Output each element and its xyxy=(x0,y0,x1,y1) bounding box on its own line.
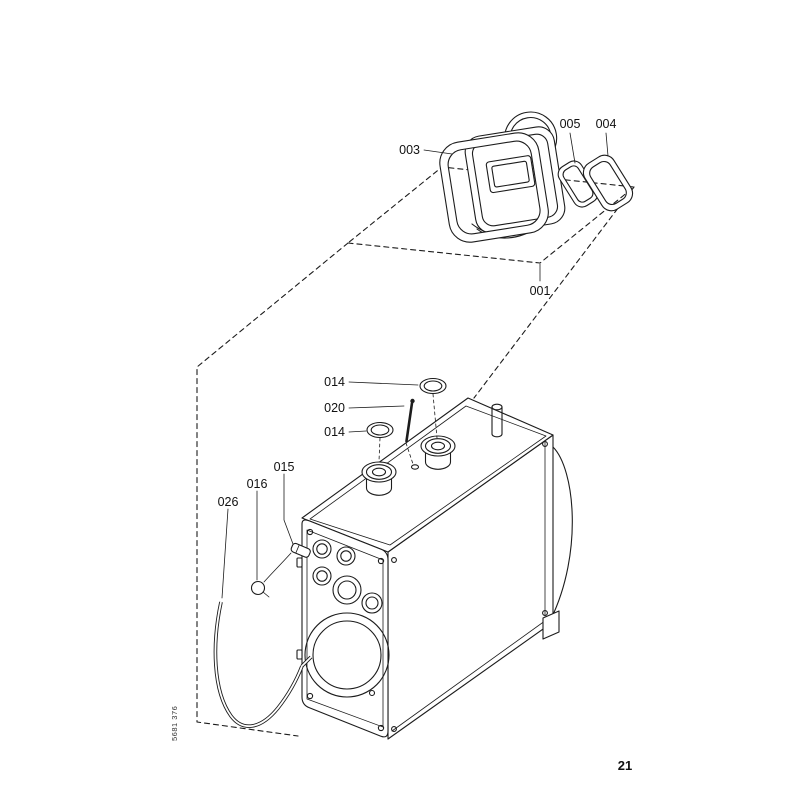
right-face-bottom-line xyxy=(391,617,550,732)
gasket-ring-inner xyxy=(423,380,443,392)
leader-020 xyxy=(348,405,405,409)
callout-label-015: 015 xyxy=(274,460,295,474)
pipe-stub-top xyxy=(491,403,503,411)
callout-label-014-front: 014 xyxy=(324,425,345,439)
bolt xyxy=(368,689,376,697)
port-ring xyxy=(316,570,328,582)
base-foot xyxy=(542,610,560,640)
port-ring xyxy=(337,580,357,600)
leader-004 xyxy=(605,132,609,157)
door-gasket-003 xyxy=(439,132,549,243)
leader-014-front xyxy=(348,430,367,433)
page-number: 21 xyxy=(618,758,632,773)
callout-label-014-top: 014 xyxy=(324,375,345,389)
gasket-axis-line xyxy=(432,393,438,439)
gasket-ring-014-lower xyxy=(366,421,394,462)
burner-opening-inner xyxy=(312,620,382,690)
bolt xyxy=(542,610,548,616)
top-flange-center xyxy=(420,435,456,470)
pipe-stub-sides xyxy=(491,406,503,435)
pipe-stub xyxy=(491,403,503,438)
flange-neck xyxy=(365,473,393,496)
front-openings xyxy=(304,539,390,698)
capillary-wire xyxy=(263,552,292,583)
callout-label-016: 016 xyxy=(247,477,268,491)
bolt xyxy=(391,557,397,563)
top-face-inner-edge xyxy=(309,405,547,546)
port-ring xyxy=(312,566,332,586)
flange-neck xyxy=(424,447,452,470)
leader-005 xyxy=(569,132,576,164)
boiler-body xyxy=(296,377,573,740)
port-ring xyxy=(361,592,383,614)
mounting-plane-outline xyxy=(347,166,635,264)
bolt xyxy=(306,692,314,700)
leader-003 xyxy=(423,149,453,155)
gasket-ring-014-upper xyxy=(419,377,447,439)
capillary-tube-outline xyxy=(213,601,304,728)
door-insulation-inner xyxy=(491,160,530,188)
hinge-nub xyxy=(296,649,303,660)
callout-label-005: 005 xyxy=(560,117,581,131)
sensor-parts xyxy=(213,542,313,728)
doc-code: 5681 376 xyxy=(170,706,179,741)
bolt xyxy=(542,441,548,447)
burner-opening-outer xyxy=(304,612,390,698)
pin-axis-line xyxy=(405,442,414,465)
port-ring xyxy=(336,546,356,566)
sensor-well-015 xyxy=(290,542,311,558)
callout-labels: 003 005 004 001 014 020 014 015 016 026 xyxy=(218,117,617,509)
sensor-well-body xyxy=(290,542,311,558)
port-ring xyxy=(332,575,362,605)
burner-door-assembly xyxy=(439,111,634,243)
gasket-ring-inner xyxy=(370,424,390,436)
bolt xyxy=(377,557,385,565)
gasket-004 xyxy=(582,154,634,212)
pin-shaft xyxy=(405,401,414,443)
leader-014-top xyxy=(348,381,419,386)
top-flange-front xyxy=(361,461,397,496)
leader-lines xyxy=(221,132,609,599)
sensor-well-collar xyxy=(295,544,300,554)
pipe-stub-base xyxy=(491,433,503,438)
gasket-axis-line xyxy=(378,437,381,462)
flange-bore xyxy=(371,467,387,477)
callout-label-003: 003 xyxy=(399,143,420,157)
door-insulation-outer xyxy=(485,155,536,194)
leader-026 xyxy=(221,508,229,599)
port-ring xyxy=(312,539,332,559)
projection-line-right xyxy=(473,186,635,399)
port-ring xyxy=(365,596,379,610)
leader-015 xyxy=(283,473,294,545)
capillary-loop-tail xyxy=(262,591,270,598)
port-ring xyxy=(316,543,328,555)
flange-ring-mid xyxy=(424,438,452,454)
cylinder-outline xyxy=(550,446,573,620)
hinge-nub xyxy=(296,557,303,568)
flange-bore xyxy=(430,441,446,451)
callout-label-026: 026 xyxy=(218,495,239,509)
callout-label-004: 004 xyxy=(596,117,617,131)
projection-lines xyxy=(196,166,635,737)
pin-020 xyxy=(405,398,420,470)
capillary-loop-016 xyxy=(250,580,266,596)
flange-ring-mid xyxy=(365,464,393,480)
corner-bolts xyxy=(306,441,548,732)
port-ring xyxy=(340,550,352,562)
capillary-tube-core xyxy=(214,601,303,728)
burner-door xyxy=(464,111,566,234)
capillary-tube-026 xyxy=(213,601,313,728)
callout-label-020: 020 xyxy=(324,401,345,415)
bolt xyxy=(306,528,314,536)
bolt xyxy=(377,724,385,732)
projection-line-left xyxy=(196,242,349,737)
bolt xyxy=(391,726,397,732)
pin-hole xyxy=(410,464,420,470)
callout-label-001: 001 xyxy=(530,284,551,298)
capillary-tube-end-core xyxy=(301,656,312,667)
